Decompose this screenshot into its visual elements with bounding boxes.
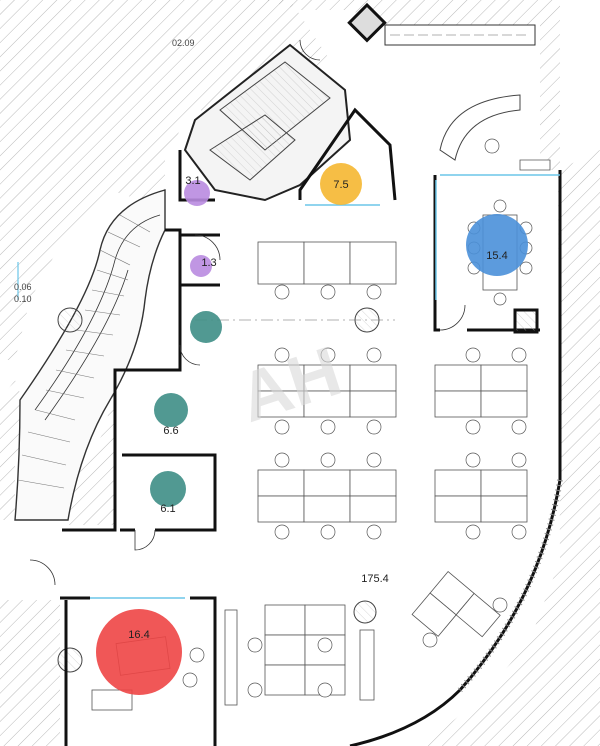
room-marker-manager-office (96, 609, 182, 695)
room-code-label: 0.10 (14, 294, 32, 304)
room-marker-storage-1 (154, 393, 188, 427)
room-marker-wc-2 (190, 255, 212, 277)
room-area-label: 175.4 (361, 573, 389, 585)
room-area-label: 6.6 (163, 425, 178, 437)
room-marker-storage-2 (150, 471, 186, 507)
reception-curve (439, 94, 563, 692)
core-block (183, 2, 536, 202)
room-area-label: 15.4 (486, 250, 507, 262)
room-marker-wc-1 (184, 180, 210, 206)
room-area-label: 7.5 (333, 179, 348, 191)
room-marker-kitchen (320, 163, 362, 205)
room-area-label: 6.1 (160, 503, 175, 515)
door-swings (29, 39, 466, 586)
room-area-label: 16.4 (128, 629, 149, 641)
room-markers (96, 163, 528, 695)
room-area-label: 1.3 (201, 257, 216, 269)
room-code-label: 0.06 (14, 282, 32, 292)
room-marker-storage-unlabeled (190, 311, 222, 343)
walls (17, 107, 562, 746)
room-code-label: 02.09 (172, 38, 195, 48)
spiral-staircase (14, 189, 166, 673)
room-marker-meeting-room (466, 214, 528, 276)
workstations (195, 241, 528, 706)
room-area-label: 3.1 (185, 175, 200, 187)
